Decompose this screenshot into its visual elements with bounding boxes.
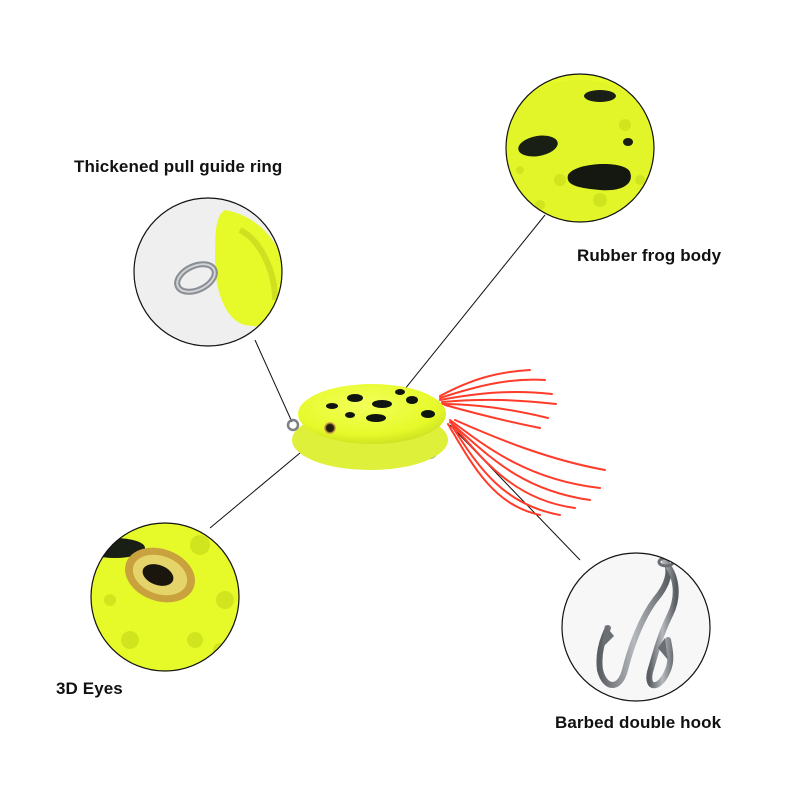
leader-line-ring bbox=[254, 339, 293, 423]
callout-label-eyes: 3D Eyes bbox=[56, 679, 123, 698]
detail-circle-frog-body bbox=[505, 73, 655, 223]
callout-label-hook: Barbed double hook bbox=[555, 713, 722, 732]
pull-ring bbox=[286, 418, 300, 432]
leader-line-body bbox=[387, 214, 546, 411]
callout-label-frog-body: Rubber frog body bbox=[577, 246, 722, 265]
lure-spots bbox=[326, 389, 435, 422]
detail-circle-pull-ring bbox=[133, 197, 283, 347]
skirt-tassels bbox=[439, 369, 606, 516]
detail-circle-hook bbox=[561, 552, 711, 702]
frog-lure bbox=[286, 369, 606, 516]
lure-eye bbox=[324, 422, 336, 434]
callout-label-pull-ring: Thickened pull guide ring bbox=[74, 157, 283, 176]
detail-circle-eyes bbox=[90, 522, 240, 672]
